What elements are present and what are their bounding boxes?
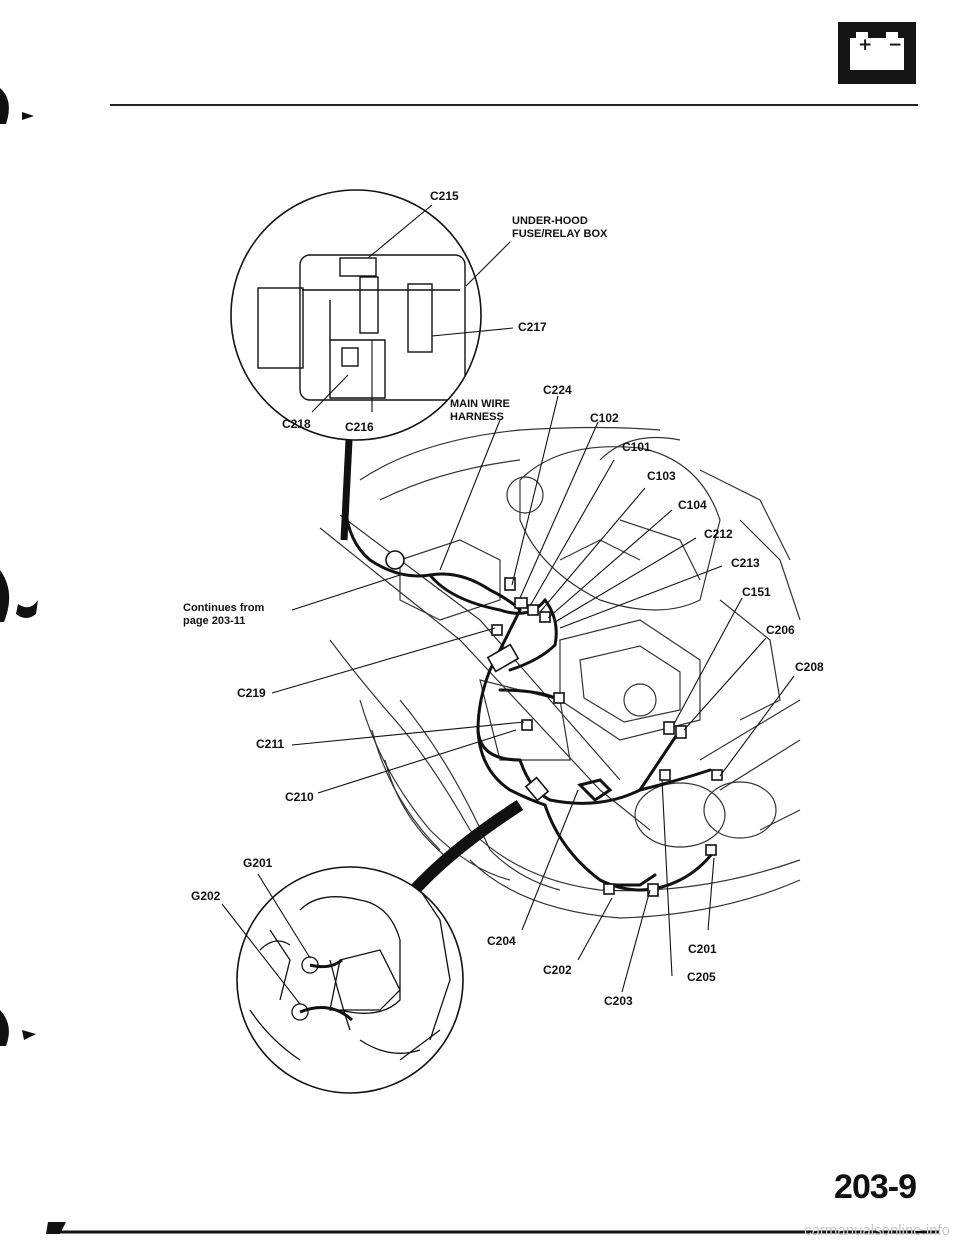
label-c212: C212 [704, 527, 733, 541]
label-c219: C219 [237, 686, 266, 700]
label-c201: C201 [688, 942, 717, 956]
label-c215: C215 [430, 189, 459, 203]
page-number: 203-9 [834, 1168, 917, 1206]
watermark: carmanualsonline.info [804, 1222, 950, 1239]
label-c203: C203 [604, 994, 633, 1008]
label-g201: G201 [243, 856, 273, 870]
label-c224: C224 [543, 383, 572, 397]
binder-mark [16, 600, 38, 618]
label-c102: C102 [590, 411, 619, 425]
fuse-box-detail-circle [230, 189, 482, 441]
binder-mark [22, 1030, 36, 1040]
label-c216: C216 [345, 420, 374, 434]
connector-leaders [271, 395, 795, 993]
label-c218: C218 [282, 417, 311, 431]
binder-mark [0, 88, 9, 124]
label-c151: C151 [742, 585, 771, 599]
label-c206: C206 [766, 623, 795, 637]
footer-rule-end [46, 1222, 66, 1234]
harness-lines [343, 458, 717, 892]
label-c211: C211 [256, 737, 285, 751]
label-c208: C208 [795, 660, 824, 674]
label-c210: C210 [285, 790, 314, 804]
label-c217: C217 [518, 320, 547, 334]
label-c101: C101 [622, 440, 651, 454]
battery-icon: + − [838, 22, 916, 84]
battery-plus: + [858, 35, 873, 55]
label-c104: C104 [678, 498, 707, 512]
label-main-wire-harness: MAIN WIRE HARNESS [450, 398, 510, 423]
connector-symbols [385, 550, 723, 897]
ground-leaders [221, 873, 311, 1005]
label-c205: C205 [687, 970, 716, 984]
label-c103: C103 [647, 469, 676, 483]
vehicle-outline [319, 426, 801, 919]
label-c213: C213 [731, 556, 760, 570]
label-g202: G202 [191, 889, 221, 903]
battery-minus: − [888, 35, 903, 55]
binder-mark [0, 570, 10, 622]
binder-mark [0, 1010, 9, 1046]
label-c204: C204 [487, 934, 516, 948]
label-under-hood-fuse-relay-box: UNDER-HOOD FUSE/RELAY BOX [512, 215, 608, 240]
fuse-box-leaders [311, 204, 514, 413]
bottom-lead [405, 799, 524, 899]
label-c202: C202 [543, 963, 572, 977]
binder-mark [22, 112, 34, 120]
label-continues-from: Continues from page 203-11 [183, 602, 265, 627]
